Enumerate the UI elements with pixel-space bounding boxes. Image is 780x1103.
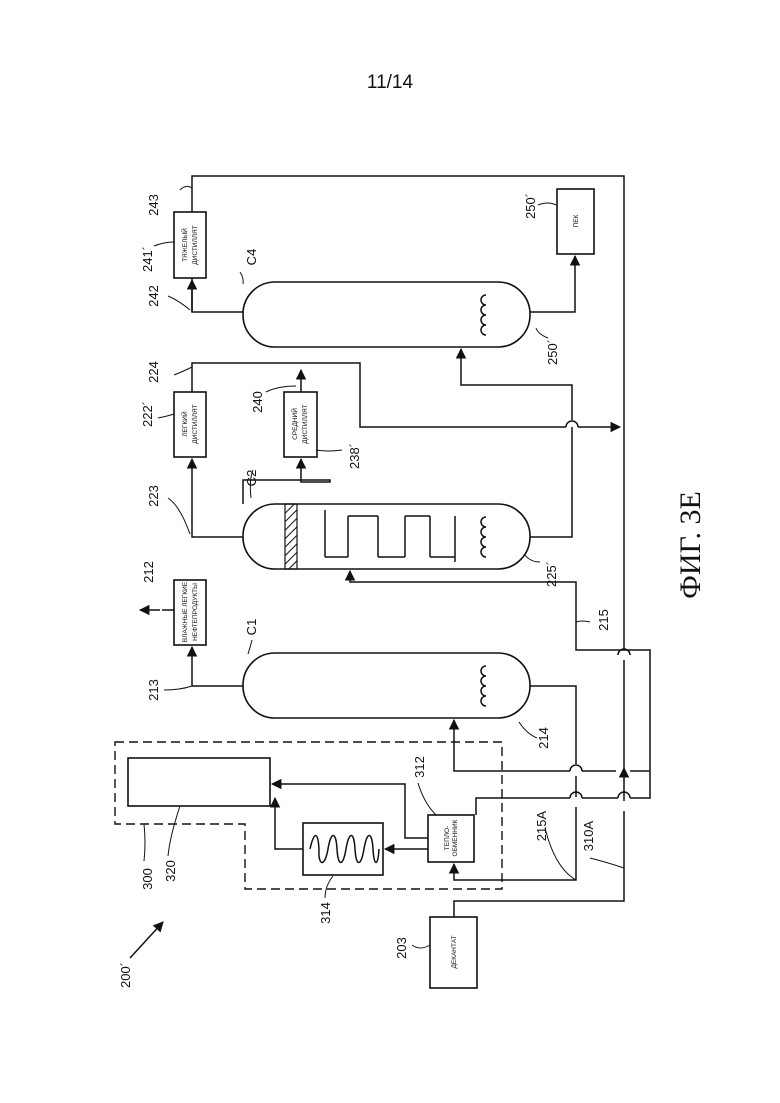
ref-212: 212: [141, 561, 156, 583]
ref-250-c4: 250´: [545, 339, 560, 365]
heavy-distillate-label-2: ДИСТИЛЛЯТ: [192, 225, 199, 264]
heavy-distillate-label-1: ТЯЖЕЛЫЙ: [180, 228, 189, 262]
ref-250-pitch: 250´: [523, 193, 538, 219]
decantate-tank-203: ДЕКАНТАТ: [430, 917, 477, 988]
ref-223: 223: [146, 485, 161, 507]
light-distillate-box: ЛЕГКИЙ ДИСТИЛЛЯТ: [174, 392, 206, 457]
ref-225: 225´: [544, 561, 559, 587]
ref-215: 215: [596, 609, 611, 631]
pitch-label: ПЕК: [573, 214, 580, 227]
decantate-label: ДЕКАНТАТ: [451, 935, 458, 968]
arrow-200: [130, 922, 163, 958]
light-distillate-label-2: ДИСТИЛЛЯТ: [192, 404, 199, 443]
ref-224: 224: [146, 361, 161, 383]
heat-exchanger-312: ТЕПЛО- ОБМЕННИК: [428, 815, 474, 862]
ref-240: 240: [250, 391, 265, 413]
middle-distillate-label-1: СРЕДНИЙ: [290, 408, 299, 440]
middle-distillate-label-2: ДИСТИЛЛЯТ: [302, 404, 309, 443]
wet-light-label-2: НЕФТЕПРОДУКТЫ: [192, 583, 199, 641]
label-c1: C1: [244, 619, 259, 636]
ref-214: 214: [536, 727, 551, 749]
heater-coil-314: [303, 823, 383, 875]
ref-241: 241´: [140, 246, 155, 272]
column-c4: [243, 282, 530, 347]
label-c2: C2: [244, 470, 259, 487]
column-c1: [243, 653, 530, 718]
heat-exchanger-label-2: ОБМЕННИК: [452, 819, 459, 856]
ref-310a: 310A: [581, 820, 596, 851]
light-distillate-label-1: ЛЕГКИЙ: [180, 411, 189, 437]
middle-distillate-box: СРЕДНИЙ ДИСТИЛЛЯТ: [284, 392, 317, 457]
ref-200: 200´: [118, 962, 133, 988]
ref-238: 238´: [347, 443, 362, 469]
label-c4: C4: [244, 249, 259, 266]
heavy-distillate-box: ТЯЖЕЛЫЙ ДИСТИЛЛЯТ: [174, 212, 206, 278]
ref-213: 213: [146, 679, 161, 701]
figure-caption: ФИГ. 3E: [674, 491, 707, 599]
ref-215a: 215A: [534, 810, 549, 841]
block-320: [128, 758, 270, 806]
ref-320: 320: [163, 860, 178, 882]
ref-203: 203: [394, 937, 409, 959]
ref-242: 242: [146, 285, 161, 307]
ref-314: 314: [318, 902, 333, 924]
pitch-box: ПЕК: [557, 189, 594, 254]
column-c2: [243, 504, 530, 569]
ref-300: 300: [140, 868, 155, 890]
ref-312: 312: [412, 756, 427, 778]
heat-exchanger-label-1: ТЕПЛО-: [444, 826, 451, 850]
ref-222: 222´: [140, 401, 155, 427]
wet-light-products-box: ВЛАЖНЫЕ ЛЕГКИЕ НЕФТЕПРОДУКТЫ: [174, 580, 206, 645]
wet-light-label-1: ВЛАЖНЫЕ ЛЕГКИЕ: [182, 581, 189, 642]
ref-243: 243: [146, 194, 161, 216]
